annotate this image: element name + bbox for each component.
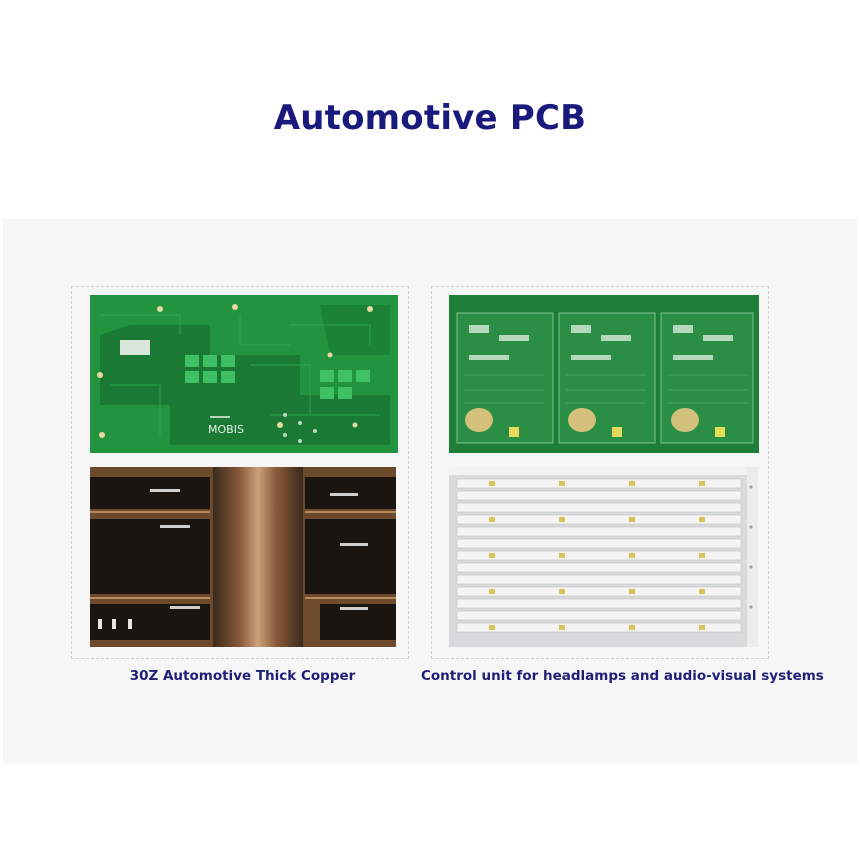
caption-thick-copper: 30Z Automotive Thick Copper [129,668,356,684]
pcb-brand-text: MOBIS [208,423,244,436]
copper-cross-section-image [90,467,396,647]
caption-control-unit: Control unit for headlamps and audio-vis… [421,668,824,684]
green-pcb-board-image: MOBIS [90,295,398,453]
card-thick-copper: MOBIS [71,286,409,659]
gallery-panel: MOBIS [3,219,857,764]
page-title: Automotive PCB [273,98,587,138]
green-pcb-panel-image [449,295,759,453]
card-control-unit [431,286,769,659]
white-led-strip-panel-image [449,467,758,647]
